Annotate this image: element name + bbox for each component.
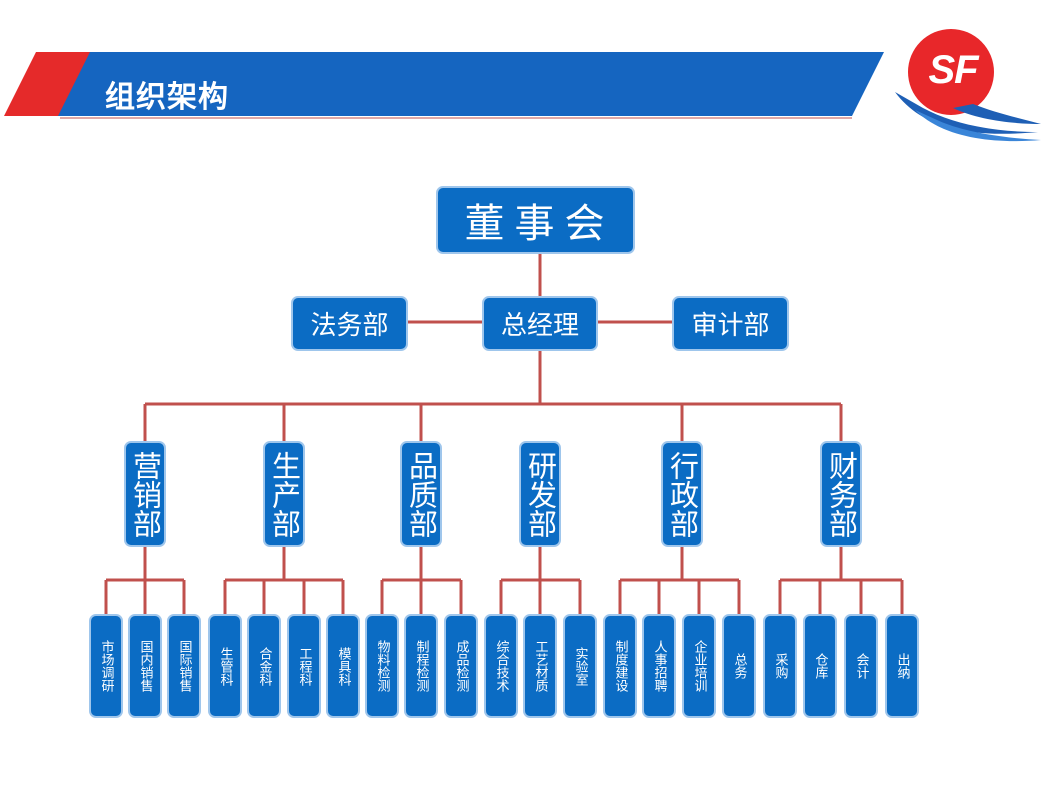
unit-policy-box: 制度建设 [603,614,637,718]
header-blue-bar [58,52,884,116]
unit-intl-sales-box: 国际销售 [167,614,201,718]
dept-quality-box: 品质部 [400,441,442,547]
unit-general-affairs-box: 总务 [722,614,756,718]
unit-procurement-box: 采购 [763,614,797,718]
unit-material-inspection-box: 物料检测 [365,614,399,718]
sf-logo-icon [895,29,1041,142]
dept-marketing-box: 营销部 [124,441,166,547]
dept-finance-box: 财务部 [820,441,862,547]
page-title: 组织架构 [105,80,229,115]
unit-domestic-sales-box: 国内销售 [128,614,162,718]
unit-accounting-box: 会计 [844,614,878,718]
logo-text: SF [928,48,978,92]
unit-alloy-box: 合金科 [247,614,281,718]
header-banner [4,52,884,119]
header-red-accent [4,52,92,116]
unit-recruiting-box: 人事招聘 [642,614,676,718]
dept-rnd-box: 研发部 [519,441,561,547]
unit-product-inspection-box: 成品检测 [444,614,478,718]
dept-production-box: 生产部 [263,441,305,547]
audit-dept-box: 审计部 [672,296,789,351]
unit-production-mgmt-box: 生管科 [208,614,242,718]
unit-general-tech-box: 综合技术 [484,614,518,718]
legal-dept-box: 法务部 [291,296,408,351]
unit-process-inspection-box: 制程检测 [404,614,438,718]
unit-process-material-box: 工艺材质 [523,614,557,718]
unit-market-research-box: 市场调研 [89,614,123,718]
board-of-directors-box: 董事会 [436,186,635,254]
unit-engineering-box: 工程科 [287,614,321,718]
unit-cashier-box: 出纳 [885,614,919,718]
unit-mold-box: 模具科 [326,614,360,718]
unit-lab-box: 实验室 [563,614,597,718]
unit-warehouse-box: 仓库 [803,614,837,718]
dept-admin-box: 行政部 [661,441,703,547]
unit-training-box: 企业培训 [682,614,716,718]
general-manager-box: 总经理 [482,296,598,351]
